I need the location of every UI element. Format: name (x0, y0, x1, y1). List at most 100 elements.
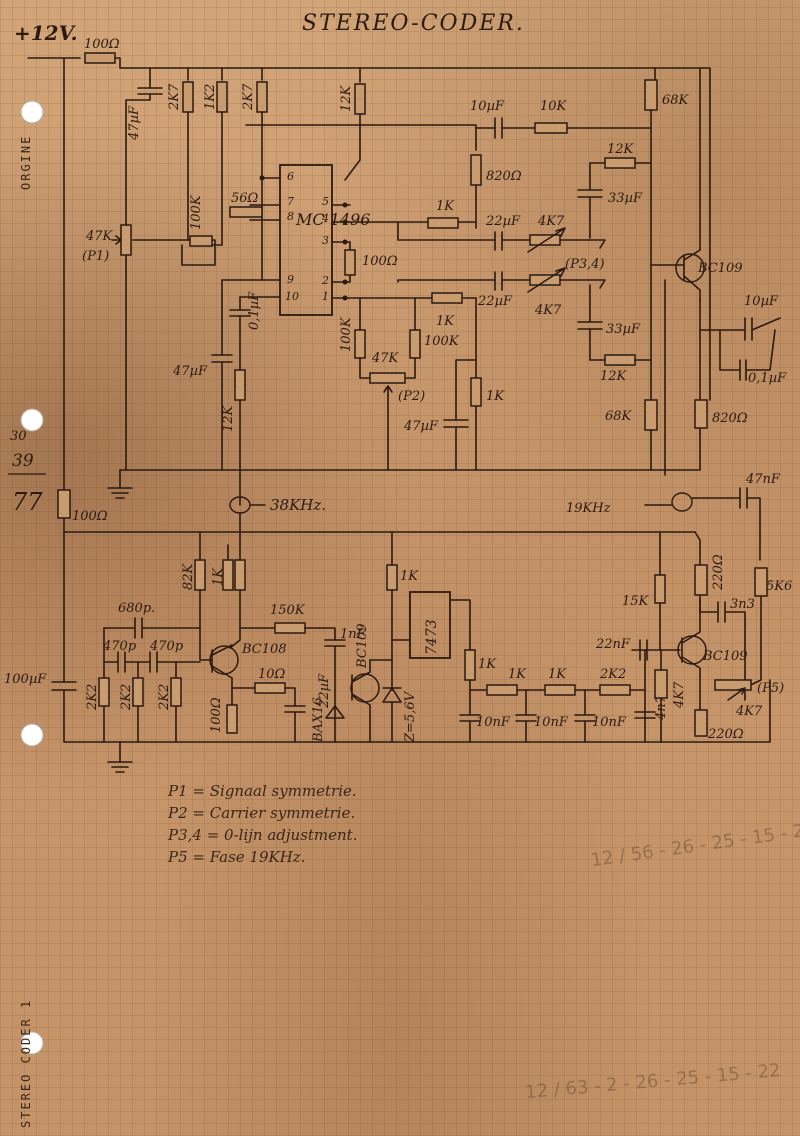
legend-line-3: P3,4 = 0-lijn adjustment. (167, 826, 357, 844)
ic-pin-1: 1 (322, 290, 329, 303)
label-c10n-a: 10nF (476, 715, 511, 730)
label-c33f-b: 33µF (606, 322, 641, 337)
binder-hole-4 (20, 1031, 44, 1055)
label-pot-p2-tag: (P2) (398, 389, 425, 404)
decoupling-cap-top: 47µF (125, 79, 163, 471)
label-c10n-b: 10nF (534, 715, 569, 730)
label-r150k: 150K (270, 603, 306, 618)
label-r100-left: 100Ω (72, 509, 108, 524)
label-r15k: 15K (622, 594, 650, 609)
label-r10k: 10K (540, 99, 568, 114)
label-r1k-g: 1K (508, 667, 527, 682)
ic-pin-2: 2 (321, 274, 329, 287)
label-transistor-t4: BC109 (702, 649, 748, 664)
binder-hole-1 (20, 100, 44, 124)
ic-bias-lower: 0,1µF 47µF 12K (172, 279, 262, 506)
label-r100k-b: 100K (424, 334, 460, 349)
carrier-bias: 1K 47µF (403, 297, 505, 471)
label-r1k-c: 1K (486, 389, 505, 404)
top-resistor-bank: 2K7 1K2 2K7 12K (167, 81, 477, 281)
ic-bias-left: 56Ω 100K (132, 191, 263, 247)
pilot-amplifier: 15K 22nF 4K7 BC109 220Ω 3n3 5K6 4K7 (P5)… (595, 531, 792, 743)
oscillator-stage: 82K 1K BC108 680p. 2K2 470p 470p 2K2 2K2… (85, 531, 367, 743)
label-diode-d1: BAX16 (311, 697, 326, 743)
label-r100k-left: 100K (189, 194, 204, 230)
gain-resistor: 100Ω (344, 241, 398, 283)
side-label-top: ORGINE (19, 135, 33, 190)
label-38khz: 38KHz. (270, 496, 326, 514)
label-c47u-top: 47µF (127, 105, 142, 141)
label-r100k-a: 100K (339, 316, 354, 352)
label-transistor-t2: BC108 (241, 642, 287, 657)
binder-hole-2 (20, 408, 44, 432)
label-pot-p5: 4K7 (735, 704, 763, 719)
label-c22n: 22nF (595, 637, 631, 652)
signal-balance: 47K (P1) (82, 224, 132, 264)
ic-pin-8: 8 (287, 210, 294, 223)
label-pot-p34-b: 4K7 (534, 303, 562, 318)
label-pot-p5-tag: (P5) (757, 681, 784, 696)
label-r820-a: 820Ω (486, 169, 522, 184)
supply-rail: 100Ω (27, 37, 656, 491)
output-stage: 68K BC109 820Ω 10µF 0,1µF (605, 67, 787, 471)
schematic-title: STEREO-CODER. (302, 11, 525, 36)
label-c22u-b: 22µF (477, 294, 513, 309)
label-r68k-top: 68K (662, 93, 690, 108)
label-r220-b: 220Ω (707, 727, 744, 742)
binder-hole-3 (20, 723, 44, 747)
ic-pin-10: 10 (285, 290, 299, 303)
frequency-nets: 38KHz. 19KHz 47nF (229, 472, 781, 561)
ic-pin-3: 3 (322, 234, 329, 247)
label-diode-d2: Z=5,6V (403, 690, 418, 743)
label-r2k2-d: 2K2 (599, 667, 626, 682)
output-filter-lower: 33µF 12K (577, 284, 652, 384)
top-right-network: 10µF 10K 68K 820Ω (470, 67, 711, 401)
label-c10u-right: 10µF (744, 294, 779, 309)
label-r100-bot: 100Ω (209, 697, 224, 733)
label-c33f-a: 33µF (608, 191, 643, 206)
label-c1n: 1nF (340, 627, 367, 642)
label-pot-p34-a: 4K7 (537, 214, 565, 229)
lower-supply: 100Ω 100µF (4, 489, 771, 773)
label-r12k-right: 12K (607, 142, 635, 157)
label-r2k2-b: 2K2 (119, 684, 134, 711)
ic-pin-9: 9 (287, 273, 294, 286)
label-r2k2-a: 2K2 (85, 684, 100, 711)
label-c22u-a: 22µF (485, 214, 521, 229)
legend-line-2: P2 = Carrier symmetrie. (167, 804, 355, 822)
pencil-note-2: 12 / 63 - 2 - 26 - 25 - 15 - 22 (524, 1060, 781, 1103)
label-r1k-f: 1K (478, 657, 497, 672)
label-r82k: 82K (181, 562, 196, 590)
label-transistor-t3: BC109 (355, 623, 370, 669)
label-ic2: 7473 (424, 619, 440, 655)
label-r100-top: 100Ω (84, 37, 120, 52)
label-pot-p2: 47K (371, 351, 400, 366)
output-path-upper: 1K 22µF 4K7 (P3,4) (397, 199, 606, 272)
label-r12k-top: 12K (339, 84, 354, 112)
side-label-bottom: STEREO CODER 1 (19, 999, 33, 1128)
label-r220-a: 220Ω (711, 554, 726, 591)
label-r4k7-a: 4K7 (672, 681, 687, 709)
pencil-note-1: 12 / 56 - 26 - 25 - 15 - 22 (589, 819, 800, 871)
label-19khz: 19KHz (566, 501, 611, 516)
label-pot-p34: (P3,4) (565, 257, 605, 272)
label-r1k-a: 1K (436, 199, 455, 214)
ic-pin-4: 4 (321, 212, 329, 225)
legend-line-1: P1 = Signaal symmetrie. (167, 782, 357, 800)
pilot-filter: 1K 1K 2K2 10nF 10nF 10nF 4n7 (459, 649, 669, 743)
ic-pin-7: 7 (287, 195, 294, 208)
label-r5k6: 5K6 (766, 579, 792, 594)
ground-bus-mid (107, 279, 666, 499)
label-c22u-c: 22µF (317, 673, 332, 709)
label-r56: 56Ω (231, 191, 259, 206)
label-r1k-b: 1K (436, 314, 455, 329)
label-c01u-right: 0,1µF (748, 371, 787, 386)
label-c470p-a: 470p (102, 639, 137, 654)
margin-number-2: 39 (12, 451, 34, 471)
label-transistor-t1: BC109 (697, 261, 743, 276)
ic2-box (409, 591, 451, 659)
output-filter-upper: 12K 33µF (577, 142, 652, 239)
margin-number-3: 77 (12, 488, 43, 516)
